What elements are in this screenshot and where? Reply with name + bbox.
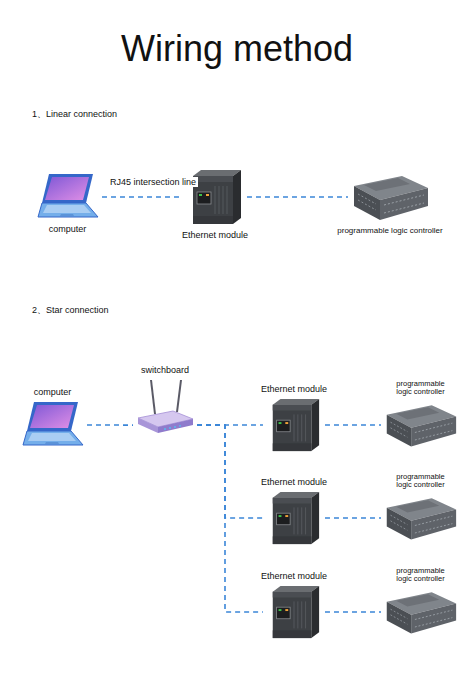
device-node: Ethernet module — [261, 477, 327, 546]
plc-drawing — [387, 498, 456, 539]
network-cable — [325, 424, 381, 426]
laptop-icon — [35, 172, 100, 220]
plc-drawing — [387, 405, 456, 446]
device-caption: programmable logic controller — [390, 380, 452, 397]
section-heading: 1、Linear connection — [32, 108, 117, 121]
title: Wiring method — [0, 28, 474, 70]
device-node: programmable logic controller — [383, 380, 458, 450]
device-node: programmable logic controller — [383, 473, 458, 543]
section-heading: 2、Star connection — [32, 304, 109, 317]
plc-icon — [350, 172, 430, 222]
network-cable — [197, 425, 263, 518]
network-cable — [102, 196, 183, 198]
module-drawing — [273, 399, 319, 451]
module-drawing — [273, 586, 319, 638]
device-caption: switchboard — [141, 365, 189, 375]
device-caption: Ethernet module — [261, 571, 327, 581]
laptop-drawing — [23, 402, 83, 445]
device-node: computer — [35, 172, 100, 234]
laptop-icon — [20, 400, 85, 448]
plc-drawing — [387, 592, 456, 633]
module-drawing — [193, 170, 241, 224]
device-caption: Ethernet module — [261, 477, 327, 487]
device-caption: computer — [49, 224, 87, 234]
module-icon — [265, 490, 323, 546]
device-node: computer — [20, 387, 85, 448]
module-icon — [265, 584, 323, 640]
plc-icon — [383, 587, 458, 637]
network-cable — [247, 196, 348, 198]
device-caption: programmable logic controller — [390, 567, 452, 584]
device-node: Ethernet module — [261, 384, 327, 453]
plc-icon — [383, 493, 458, 543]
device-caption: programmable logic controller — [337, 226, 442, 235]
network-cable — [325, 611, 381, 613]
plc-icon — [383, 400, 458, 450]
device-caption: programmable logic controller — [390, 473, 452, 490]
device-node: switchboard — [135, 365, 195, 440]
network-cable — [325, 517, 381, 519]
device-caption: Ethernet module — [182, 230, 248, 240]
cable-label: RJ45 intersection line — [108, 177, 198, 187]
module-drawing — [273, 492, 319, 544]
network-cable — [197, 425, 263, 612]
device-caption: computer — [34, 387, 72, 397]
device-node: programmable logic controller — [383, 567, 458, 637]
laptop-drawing — [38, 174, 98, 217]
router-drawing — [138, 380, 193, 433]
device-caption: Ethernet module — [261, 384, 327, 394]
network-cable — [87, 424, 133, 426]
plc-drawing — [354, 176, 428, 220]
module-icon — [265, 397, 323, 453]
router-icon — [135, 378, 195, 440]
device-node: programmable logic controller — [337, 172, 442, 235]
device-node: Ethernet module — [261, 571, 327, 640]
